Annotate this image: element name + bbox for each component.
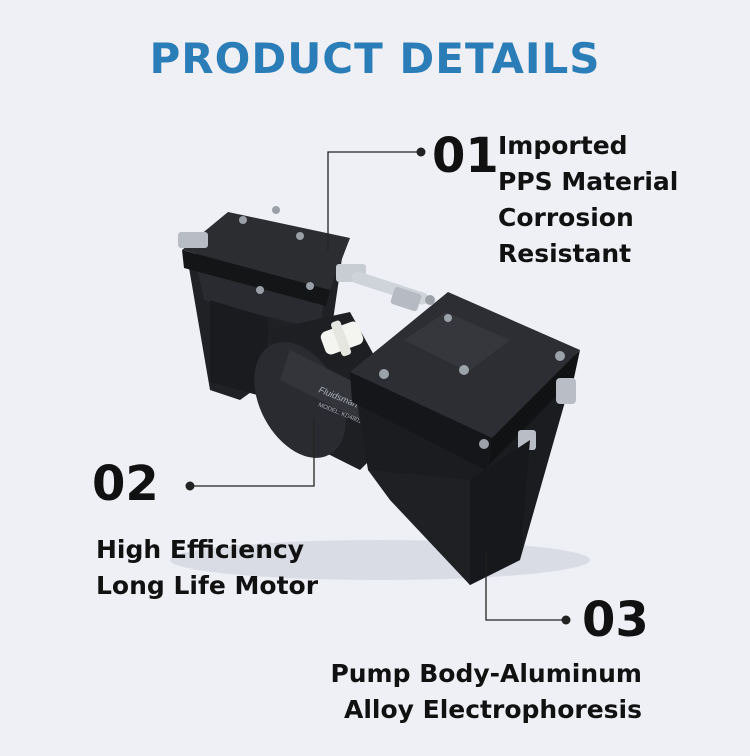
feature-01-line-3: Corrosion — [498, 203, 634, 232]
feature-description-02: High Efficiency Long Life Motor — [96, 532, 318, 604]
feature-02-line-2: Long Life Motor — [96, 571, 319, 600]
callout-dot-01 — [416, 147, 426, 157]
feature-number-02: 02 — [92, 456, 159, 512]
feature-02-line-1: High Efficiency — [96, 535, 305, 564]
feature-03-line-2: Alloy Electrophoresis — [343, 695, 642, 724]
page-title: PRODUCT DETAILS — [149, 34, 601, 83]
feature-number-01: 01 — [432, 128, 499, 184]
feature-description-03: Pump Body-Aluminum Alloy Electrophoresis — [330, 656, 642, 728]
callout-lines — [190, 151, 565, 621]
callout-dot-03 — [561, 615, 571, 625]
feature-01-line-1: Imported — [498, 131, 628, 160]
feature-description-01: Imported PPS Material Corrosion Resistan… — [498, 128, 678, 272]
feature-number-03: 03 — [582, 592, 649, 648]
callout-dot-02 — [185, 481, 195, 491]
feature-01-line-4: Resistant — [498, 239, 632, 268]
feature-01-line-2: PPS Material — [498, 167, 679, 196]
feature-03-line-1: Pump Body-Aluminum — [330, 659, 642, 688]
